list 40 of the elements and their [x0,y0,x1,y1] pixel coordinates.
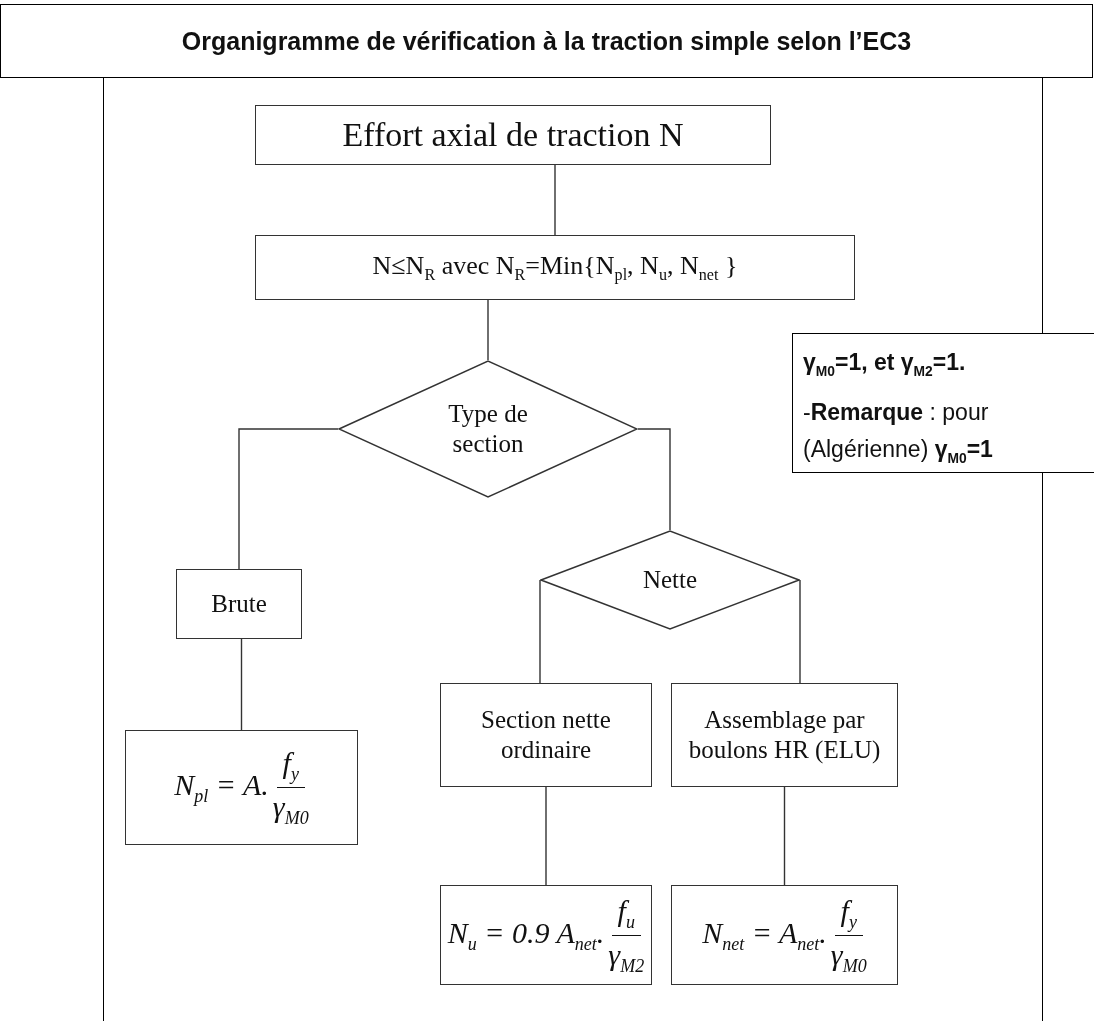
formula-box [125,730,358,845]
process-box [255,235,855,300]
node-label: Brute [211,589,267,619]
decision-diamond [338,360,638,498]
formula-text: N$_{pl}$ = A. [174,768,269,807]
formula-numerator: f$_{u}$ [611,893,641,936]
connector-line [783,786,786,886]
formula-numerator: f$_{y}$ [276,746,305,788]
connector-line [799,579,801,684]
connector-line [545,786,547,886]
note-box [792,333,1094,473]
note-text: -Remarque : pour [803,397,989,427]
note-heading: γ$_{M0}$=1, et γ$_{M2}$=1. [803,348,966,380]
node-label: Section nette ordinaire [480,705,612,765]
node-label: Type de section [448,400,528,457]
formula-denominator: γ$_{M0}$ [830,936,867,977]
formula-box [440,885,652,985]
connector-line [539,579,541,684]
note-text: (Algérienne) γ$_{M0}$=1 [803,434,993,467]
formula-box [671,885,898,985]
connector-line [487,299,489,361]
formula-text: N$_{u}$ = 0.9 A$_{net}$. [447,915,605,955]
connector-line [238,428,339,570]
title: Organigramme de vérification à la traction simple selon l’EC3 [181,26,912,56]
process-box [440,683,652,787]
process-box [255,105,771,165]
formula-denominator: γ$_{M2}$ [608,936,645,977]
node-label: Nette [642,566,698,593]
connector-line [637,428,671,531]
process-box [671,683,898,787]
connector-line [240,638,243,731]
process-box [176,569,302,639]
formula-numerator: f$_{y}$ [834,893,863,936]
connector-line [554,164,556,236]
formula-text: N$_{net}$ = A$_{net}$. [702,915,827,955]
node-label: N≤N$_{R}$ avec N$_{R}$=Min{N$_{pl}$, N$_{u}$, N$_{net}$ } [372,250,738,285]
node-label: Effort axial de traction N [342,114,684,155]
decision-diamond [540,530,800,630]
node-label: Assemblage par boulons HR (ELU) [687,705,882,765]
formula-denominator: γ$_{M0}$ [272,789,309,829]
